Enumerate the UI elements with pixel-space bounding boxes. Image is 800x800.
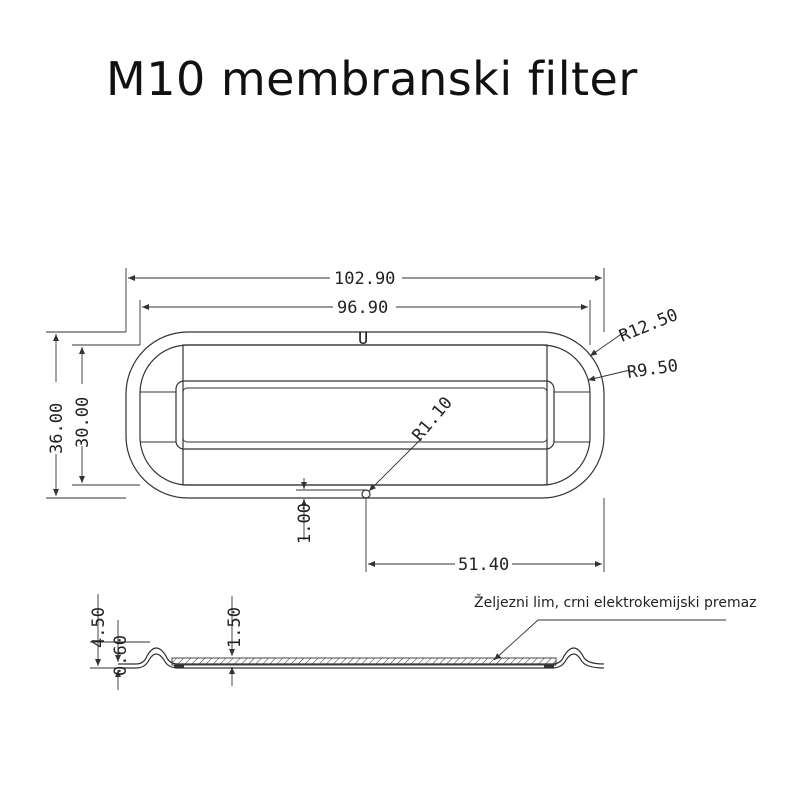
dim-inner-radius: R9.50 xyxy=(626,356,679,383)
small-hole xyxy=(361,489,371,499)
dim-section-height: 4.50 xyxy=(89,607,109,648)
plan-view: U xyxy=(125,329,605,499)
dim-rim-height: 0.60 xyxy=(111,635,131,676)
page-title: M10 membranski filter xyxy=(106,52,638,106)
dim-offset: 1.00 xyxy=(295,503,315,544)
dim-inner-height: 30.00 xyxy=(73,397,93,448)
outer-outline xyxy=(125,331,605,499)
section-view: 4.50 0.60 1.50 Željezni lim, crni elektr… xyxy=(89,593,757,690)
dim-inner-length: 96.90 xyxy=(337,298,388,318)
dim-overall-height: 36.00 xyxy=(47,403,67,454)
dimensions: 102.90 96.90 36.00 30.00 R12.50 R9.50 R1… xyxy=(46,268,681,575)
dim-overall-length: 102.90 xyxy=(334,269,395,289)
dim-half-length: 51.40 xyxy=(458,555,509,575)
material-note: Željezni lim, crni elektrokemijski prema… xyxy=(474,593,757,611)
top-mark: U xyxy=(358,329,368,349)
dim-small-radius: R1.10 xyxy=(409,393,457,445)
dim-plate-thickness: 1.50 xyxy=(225,607,245,648)
hatched-plate xyxy=(171,657,557,666)
inner-panel xyxy=(182,344,548,486)
inner-outline xyxy=(139,344,591,486)
filter-window xyxy=(175,380,555,450)
dim-outer-radius: R12.50 xyxy=(616,305,680,347)
